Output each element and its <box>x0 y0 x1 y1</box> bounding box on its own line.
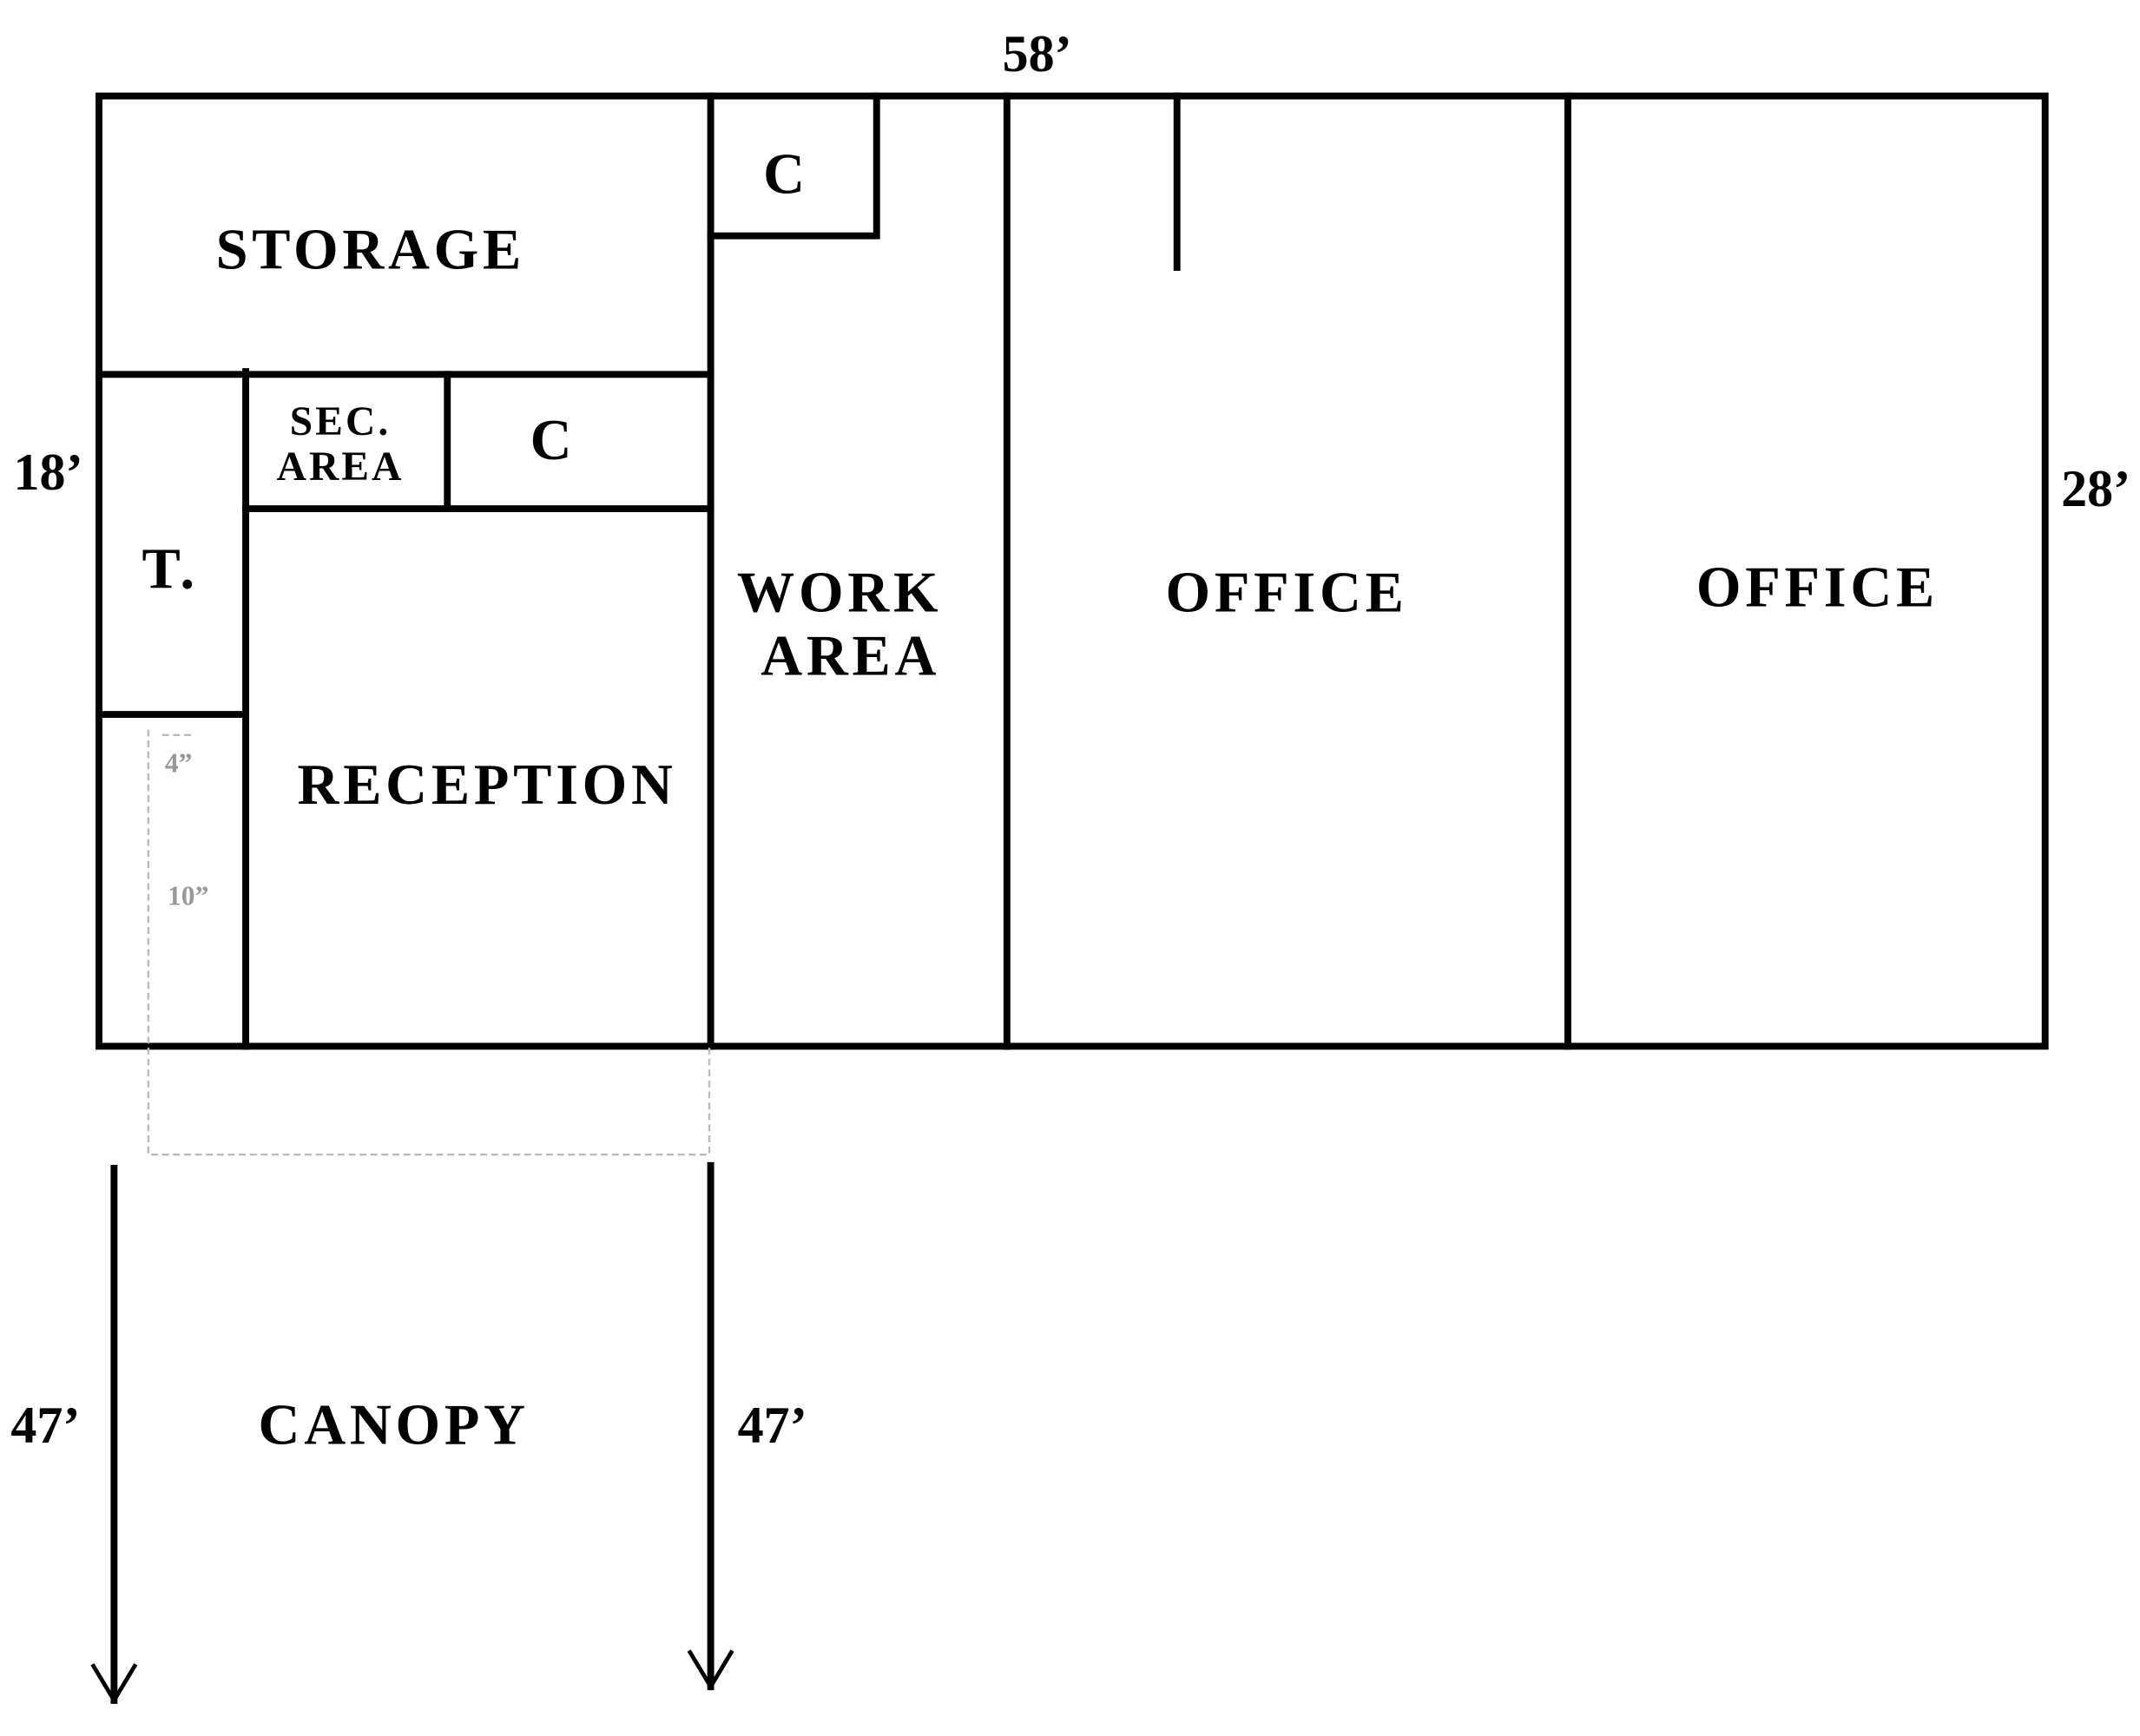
closet-top-wall <box>707 92 880 240</box>
dim-small-b: 10” <box>168 881 208 911</box>
canopy-dashed-line <box>147 729 711 1156</box>
dim-canopy-right: 47’ <box>738 1397 807 1454</box>
dim-right: 28’ <box>2061 460 2130 517</box>
room-reception: RECEPTION <box>298 753 677 817</box>
room-work-area-line1: WORK <box>737 562 942 625</box>
room-office-2: OFFICE <box>1696 556 1939 619</box>
canopy-arrows <box>90 1161 734 1705</box>
room-closet-top: C <box>763 143 809 207</box>
arrow-down-icon <box>687 1649 734 1691</box>
dim-left: 18’ <box>14 444 83 501</box>
room-office-1: OFFICE <box>1166 562 1408 625</box>
dim-canopy-left: 47’ <box>10 1397 80 1454</box>
room-toilet: T. <box>142 538 198 602</box>
room-work-area-line2: AREA <box>761 624 940 687</box>
walls <box>95 92 2049 1050</box>
dim-small-a: 4” <box>165 747 193 778</box>
room-closet-mid: C <box>530 409 576 472</box>
room-sec-area-line2: AREA <box>277 444 405 490</box>
area-canopy: CANOPY <box>259 1394 530 1457</box>
canopy-outline <box>147 729 711 1156</box>
room-storage: STORAGE <box>216 219 525 282</box>
dim-top: 58’ <box>1003 25 1072 82</box>
room-sec-area-line1: SEC. <box>290 399 392 444</box>
arrow-down-icon <box>90 1663 138 1705</box>
outer-wall <box>95 92 2049 1050</box>
